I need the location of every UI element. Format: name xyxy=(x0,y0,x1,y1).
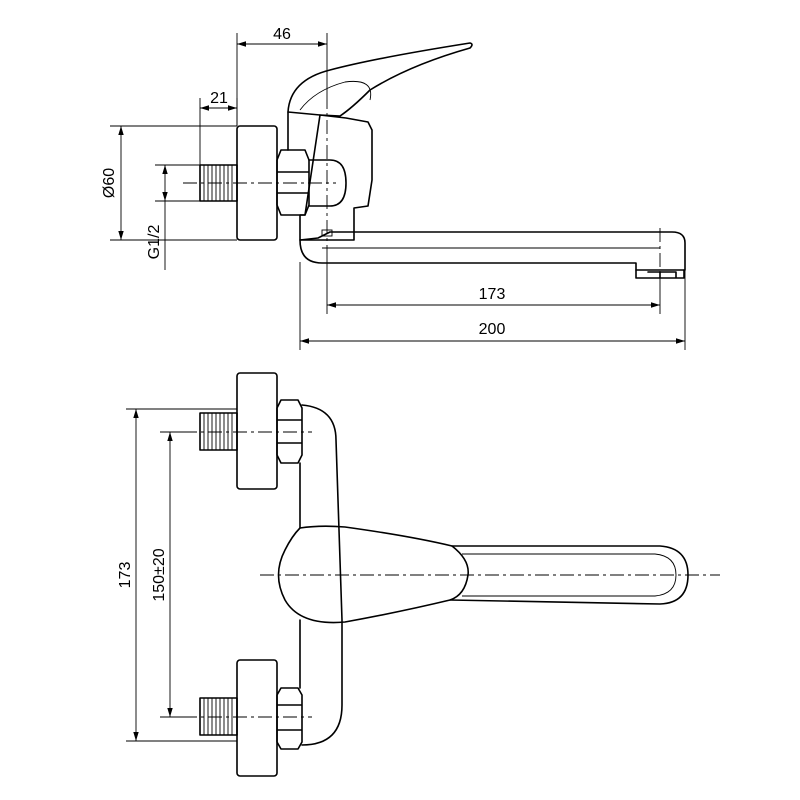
dimension-total-height: 173 xyxy=(117,562,134,589)
side-view xyxy=(183,42,686,290)
dimension-nut-depth: 46 xyxy=(273,26,291,43)
top-lever-handle xyxy=(277,525,469,624)
dimension-thread-size: G1/2 xyxy=(146,225,163,260)
dimension-overall-length: 200 xyxy=(479,321,506,338)
top-view-dimensions: 173 150±20 xyxy=(117,408,237,742)
top-mixer-body xyxy=(299,404,343,746)
side-view-dimensions: 46 21 Ø60 G1/2 173 200 xyxy=(101,26,686,350)
dimension-thread-length: 21 xyxy=(210,90,228,107)
top-view xyxy=(183,372,720,777)
side-lever-handle xyxy=(287,42,473,117)
dimension-inlet-spacing: 150±20 xyxy=(151,548,168,601)
dimension-flange-diameter: Ø60 xyxy=(101,168,118,198)
side-connection-nut xyxy=(276,149,310,216)
top-inlet-upper xyxy=(199,372,303,490)
top-inlet-lower xyxy=(199,659,303,777)
side-spout xyxy=(299,231,686,271)
dimension-spout-reach: 173 xyxy=(479,286,506,303)
side-elbow xyxy=(308,159,347,207)
side-mixer-body xyxy=(287,111,373,241)
